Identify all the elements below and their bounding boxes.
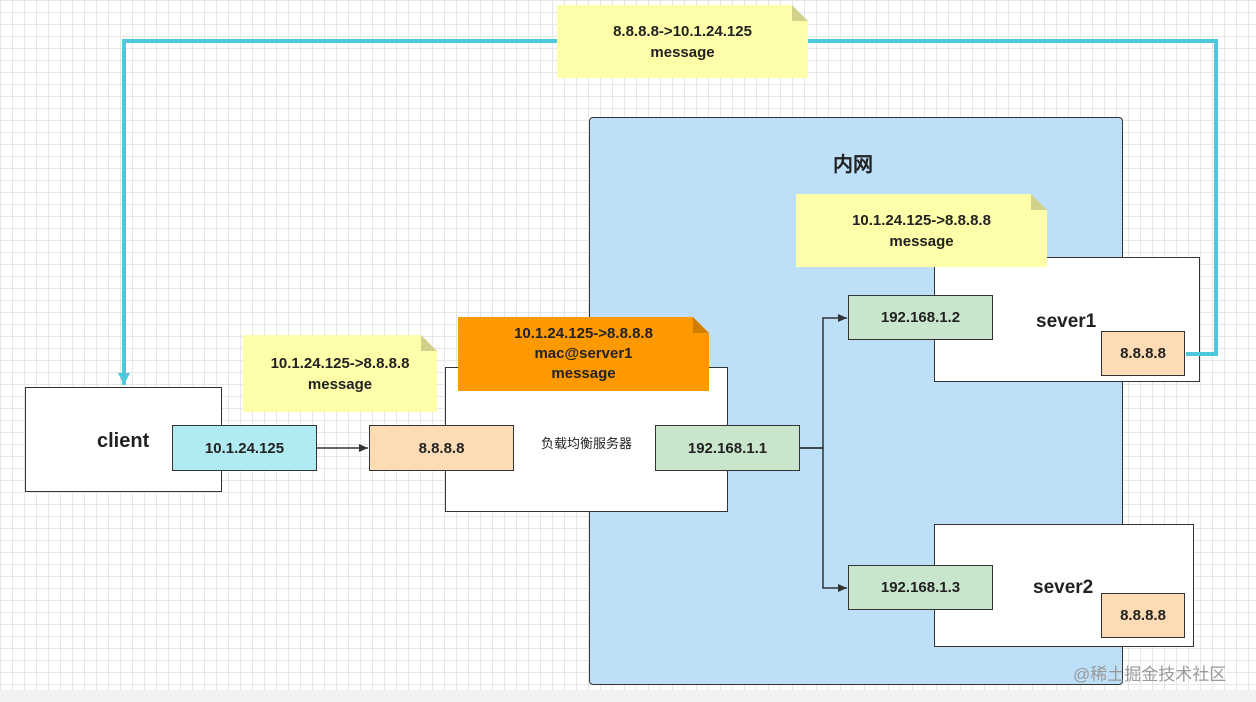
load-balancer-private-ip-tag[interactable]: 192.168.1.1 bbox=[655, 425, 800, 471]
lb-forward-note-line1: 10.1.24.125->8.8.8.8 bbox=[514, 325, 653, 342]
lb-to-server1-edge[interactable] bbox=[800, 314, 847, 449]
client-request-note-line2: message bbox=[307, 375, 373, 393]
client-request-note-line1: 10.1.24.125->8.8.8.8 bbox=[270, 354, 410, 372]
watermark: @稀土掘金技术社区 bbox=[1073, 665, 1227, 684]
server1-title: sever1 bbox=[1036, 311, 1097, 332]
response-path-edge[interactable] bbox=[118, 39, 1218, 385]
server1-request-note-line1: 10.1.24.125->8.8.8.8 bbox=[852, 211, 991, 229]
load-balancer-label: 负载均衡服务器 bbox=[541, 436, 633, 451]
server2-title: sever2 bbox=[1033, 577, 1094, 598]
lb-forward-note-line2: mac@server1 bbox=[534, 345, 633, 362]
server2-vip-tag[interactable]: 8.8.8.8 bbox=[1101, 593, 1185, 638]
response-packet-note[interactable]: 8.8.8.8->10.1.24.125 message bbox=[557, 5, 808, 78]
server2-private-ip-tag[interactable]: 192.168.1.3 bbox=[848, 565, 993, 610]
server1-request-note-line2: message bbox=[889, 232, 954, 250]
client-ip-tag[interactable]: 10.1.24.125 bbox=[172, 425, 317, 471]
client-request-note[interactable]: 10.1.24.125->8.8.8.8 message bbox=[243, 335, 437, 412]
load-balancer-public-ip-tag[interactable]: 8.8.8.8 bbox=[369, 425, 514, 471]
response-note-line2: message bbox=[650, 43, 715, 61]
response-note-line1: 8.8.8.8->10.1.24.125 bbox=[613, 22, 752, 40]
server1-vip-tag[interactable]: 8.8.8.8 bbox=[1101, 331, 1185, 376]
client-title: client bbox=[97, 430, 150, 452]
lb-to-server2-edge[interactable] bbox=[800, 447, 847, 592]
intranet-title: 内网 bbox=[833, 154, 873, 176]
server1-request-note[interactable]: 10.1.24.125->8.8.8.8 message bbox=[796, 194, 1047, 267]
lb-forward-note-line3: message bbox=[551, 365, 616, 382]
lb-forward-note[interactable]: 10.1.24.125->8.8.8.8 mac@server1 message bbox=[458, 317, 709, 391]
server1-private-ip-tag[interactable]: 192.168.1.2 bbox=[848, 295, 993, 340]
canvas-bottom-bar bbox=[0, 690, 1256, 702]
